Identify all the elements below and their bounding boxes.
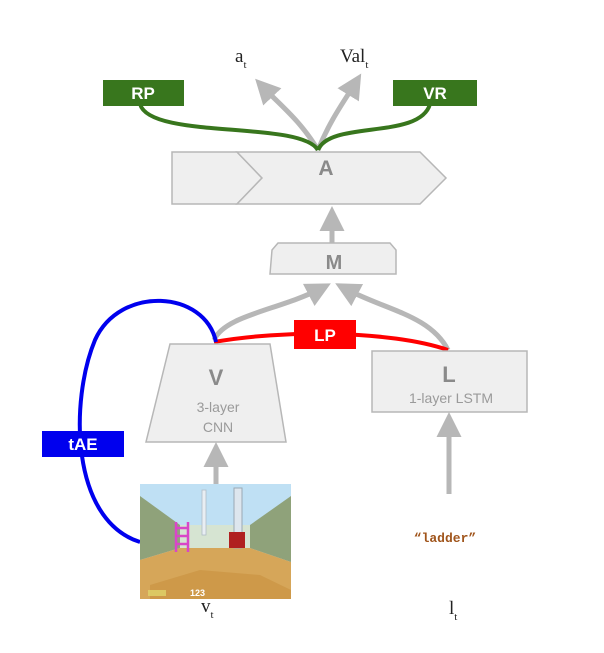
value-output-label: Valt xyxy=(340,46,368,71)
vr-tag: VR xyxy=(393,80,477,106)
svg-text:CNN: CNN xyxy=(203,419,233,435)
instruction-text: “ladder” xyxy=(414,531,476,546)
svg-text:M: M xyxy=(326,252,343,274)
action-module-box: A xyxy=(171,151,448,205)
svg-text:RP: RP xyxy=(131,84,155,103)
mixing-module-box: M xyxy=(269,242,397,275)
visual-input-label: vt xyxy=(201,596,214,621)
vision-module-box: V 3-layer CNN xyxy=(145,343,287,443)
svg-text:L: L xyxy=(442,362,455,387)
rp-connection xyxy=(138,103,320,152)
tae-tag: tAE xyxy=(42,431,124,457)
tae-connection xyxy=(77,298,218,544)
arrow-v-to-m xyxy=(211,283,331,342)
arrow-l-to-m xyxy=(335,283,451,352)
game-frame-thumbnail: 123 xyxy=(140,484,291,599)
lp-tag: LP xyxy=(294,320,356,349)
svg-text:LP: LP xyxy=(314,326,336,345)
rp-tag: RP xyxy=(103,80,184,106)
language-module-box: L 1-layer LSTM xyxy=(371,350,528,413)
svg-text:3-layer: 3-layer xyxy=(197,399,240,415)
language-input-label: lt xyxy=(449,598,457,623)
svg-text:VR: VR xyxy=(423,84,447,103)
arrow-to-value xyxy=(315,73,362,151)
svg-text:A: A xyxy=(318,157,333,180)
action-output-label: at xyxy=(235,46,247,71)
arrow-to-action xyxy=(255,78,321,152)
vr-connection xyxy=(316,103,432,152)
svg-text:V: V xyxy=(209,365,224,390)
svg-text:123: 123 xyxy=(190,588,205,598)
svg-text:tAE: tAE xyxy=(68,435,97,454)
svg-text:1-layer LSTM: 1-layer LSTM xyxy=(409,390,493,406)
